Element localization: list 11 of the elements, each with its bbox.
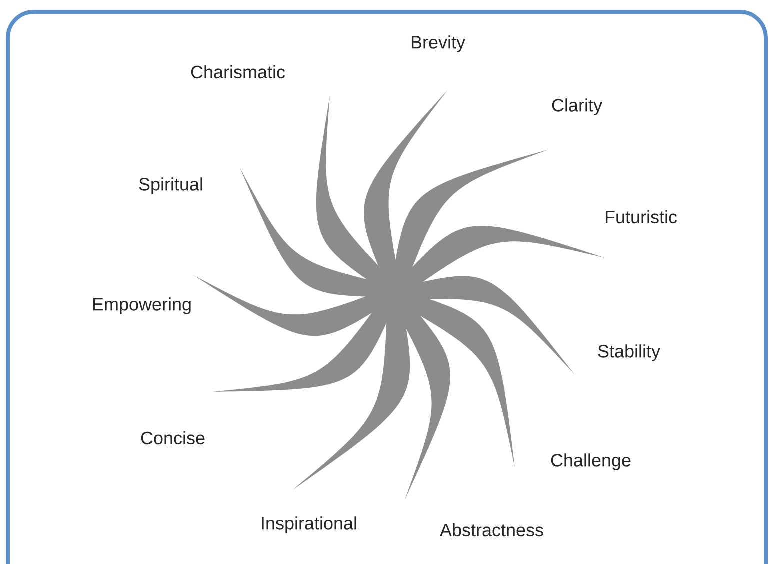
word-label: Empowering — [93, 298, 191, 314]
word-label: Clarity — [552, 98, 602, 116]
word-label: Stability — [598, 344, 660, 362]
word-label: Inspirational — [262, 516, 356, 534]
word-label: Challenge — [551, 454, 631, 470]
word-label: Futuristic — [606, 210, 678, 224]
word-label: Brevity — [412, 36, 466, 52]
word-label: Spiritual — [139, 178, 202, 194]
word-label: Charismatic — [191, 65, 286, 79]
word-label: Abstractness — [440, 523, 544, 537]
word-label: Concise — [141, 431, 205, 445]
